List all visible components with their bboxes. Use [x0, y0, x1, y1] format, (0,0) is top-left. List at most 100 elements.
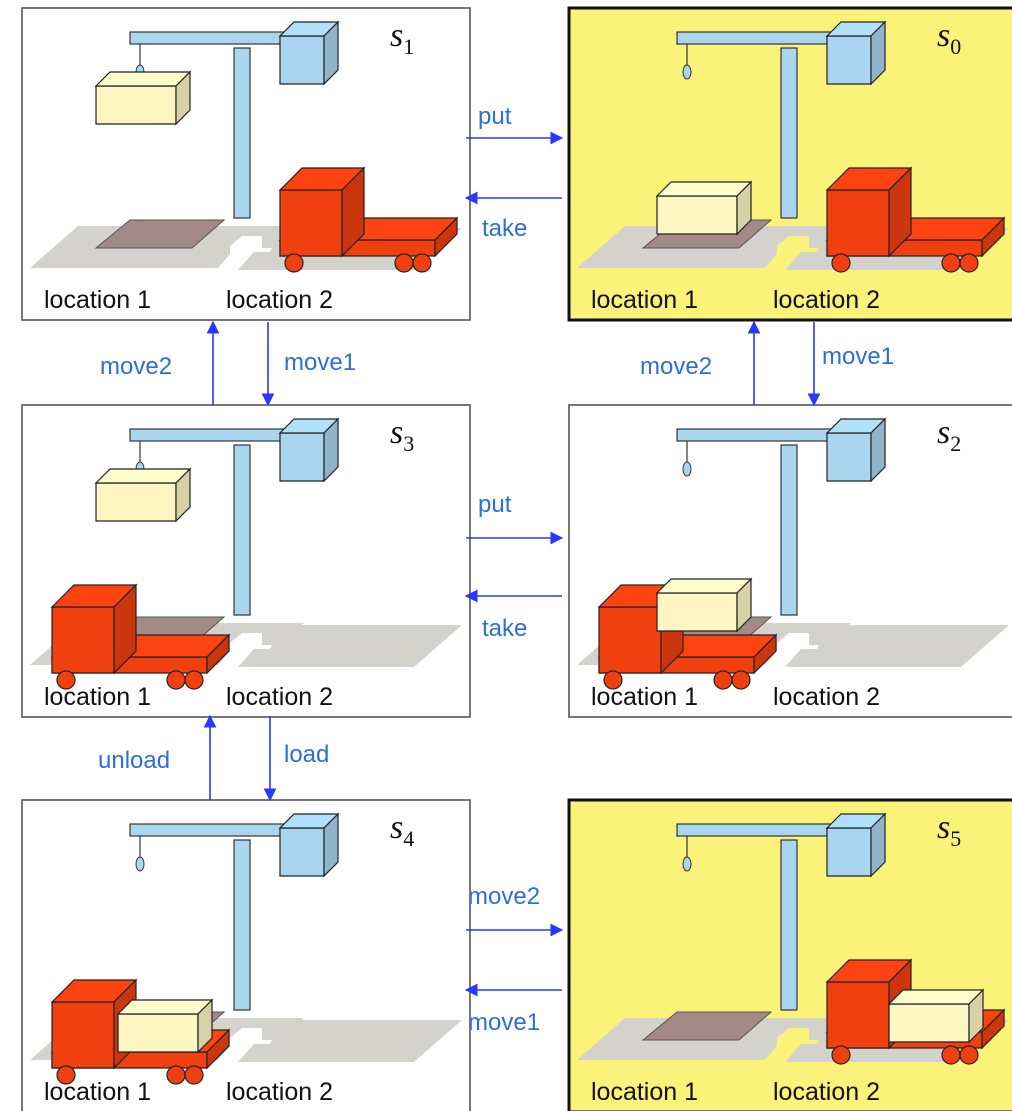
truck-wheel	[831, 253, 851, 273]
state-letter: s	[937, 809, 950, 846]
crane-hook	[682, 856, 692, 872]
crane-boom	[129, 428, 301, 442]
crane	[129, 20, 340, 219]
truck-cab	[50, 583, 138, 675]
crane-mast	[780, 444, 798, 616]
container	[887, 988, 985, 1044]
pallet-location-1	[94, 219, 226, 249]
crane-boom	[676, 823, 848, 837]
truck	[50, 583, 231, 690]
transition-label: take	[482, 615, 527, 642]
location-2-label: location 2	[226, 286, 333, 314]
ground-location-2	[238, 1020, 462, 1062]
truck-wheel	[56, 670, 76, 690]
truck-wheel	[166, 670, 186, 690]
crane	[676, 417, 887, 616]
crane-mast	[780, 47, 798, 219]
transition-label: move1	[284, 349, 356, 376]
state-panel-s0: s0 location 1 location 2	[567, 6, 1012, 322]
crane	[676, 812, 887, 1011]
crane-boom	[676, 428, 848, 442]
truck-wheel	[941, 1045, 961, 1065]
location-1-label: location 1	[44, 1078, 151, 1106]
crane-counterweight	[278, 417, 340, 483]
location-1-label: location 1	[591, 683, 698, 711]
crane	[129, 812, 340, 1011]
transition-label: move1	[822, 343, 894, 370]
state-label-s1: s1	[390, 17, 414, 59]
transition-s2-s0: move2	[640, 320, 761, 405]
state-index: 3	[403, 431, 414, 456]
state-index: 4	[403, 826, 414, 851]
state-label-s0: s0	[937, 17, 961, 59]
container	[94, 467, 192, 523]
truck	[278, 166, 459, 273]
state-letter: s	[937, 17, 950, 54]
truck-wheel	[166, 1065, 186, 1085]
container	[655, 180, 753, 236]
truck-wheel	[959, 1045, 979, 1065]
truck-wheel	[831, 1045, 851, 1065]
truck-wheel	[284, 253, 304, 273]
truck-cab	[278, 166, 366, 258]
transition-s0-s1: take	[464, 191, 562, 242]
truck-wheel	[394, 253, 414, 273]
truck-wheel	[603, 670, 623, 690]
truck-wheel	[412, 253, 432, 273]
crane	[676, 20, 887, 219]
transition-label: put	[478, 491, 512, 518]
state-panel-s3: s3 location 1 location 2	[21, 404, 471, 718]
transition-s3-s2: put	[466, 491, 564, 545]
pallet-location-1	[641, 1011, 773, 1041]
crane-boom	[129, 823, 301, 837]
location-2-label: location 2	[226, 1078, 333, 1106]
transition-label: move2	[468, 883, 540, 910]
transition-label: move2	[100, 353, 172, 380]
location-1-label: location 1	[44, 683, 151, 711]
state-letter: s	[390, 414, 403, 451]
location-2-label: location 2	[773, 286, 880, 314]
transition-label: load	[284, 741, 329, 768]
truck-wheel	[731, 670, 751, 690]
location-1-label: location 1	[591, 286, 698, 314]
transition-label: put	[478, 103, 512, 130]
state-index: 2	[950, 431, 961, 456]
truck-wheel	[959, 253, 979, 273]
location-2-label: location 2	[773, 1078, 880, 1106]
state-panel-s2: s2 location 1 location 2	[568, 404, 1012, 718]
truck-wheel	[184, 670, 204, 690]
transition-s0-s2: move1	[807, 322, 894, 407]
state-index: 5	[950, 826, 961, 851]
crane-counterweight	[825, 812, 887, 878]
crane-mast	[780, 839, 798, 1011]
crane-hook	[682, 64, 692, 80]
truck-wheel	[941, 253, 961, 273]
state-letter: s	[390, 17, 403, 54]
transition-label: move2	[640, 353, 712, 380]
crane-hook	[682, 461, 692, 477]
ground-location-2	[238, 625, 462, 667]
crane-mast	[233, 47, 251, 219]
state-letter: s	[937, 414, 950, 451]
state-index: 1	[403, 34, 414, 59]
truck-wheel	[184, 1065, 204, 1085]
location-2-label: location 2	[226, 683, 333, 711]
crane-hook	[135, 856, 145, 872]
transition-label: take	[482, 215, 527, 242]
crane-counterweight	[825, 417, 887, 483]
transition-s4-s5: move2	[466, 883, 564, 937]
crane-counterweight	[278, 812, 340, 878]
location-2-label: location 2	[773, 683, 880, 711]
truck-wheel	[56, 1065, 76, 1085]
crane-mast	[233, 839, 251, 1011]
crane	[129, 417, 340, 616]
ground-location-2	[785, 625, 1009, 667]
truck	[597, 583, 778, 690]
crane-boom	[129, 31, 301, 45]
transition-s1-s0: put	[466, 103, 564, 145]
transition-s4-s3: unload	[98, 714, 217, 800]
transition-s2-s3: take	[464, 589, 562, 642]
